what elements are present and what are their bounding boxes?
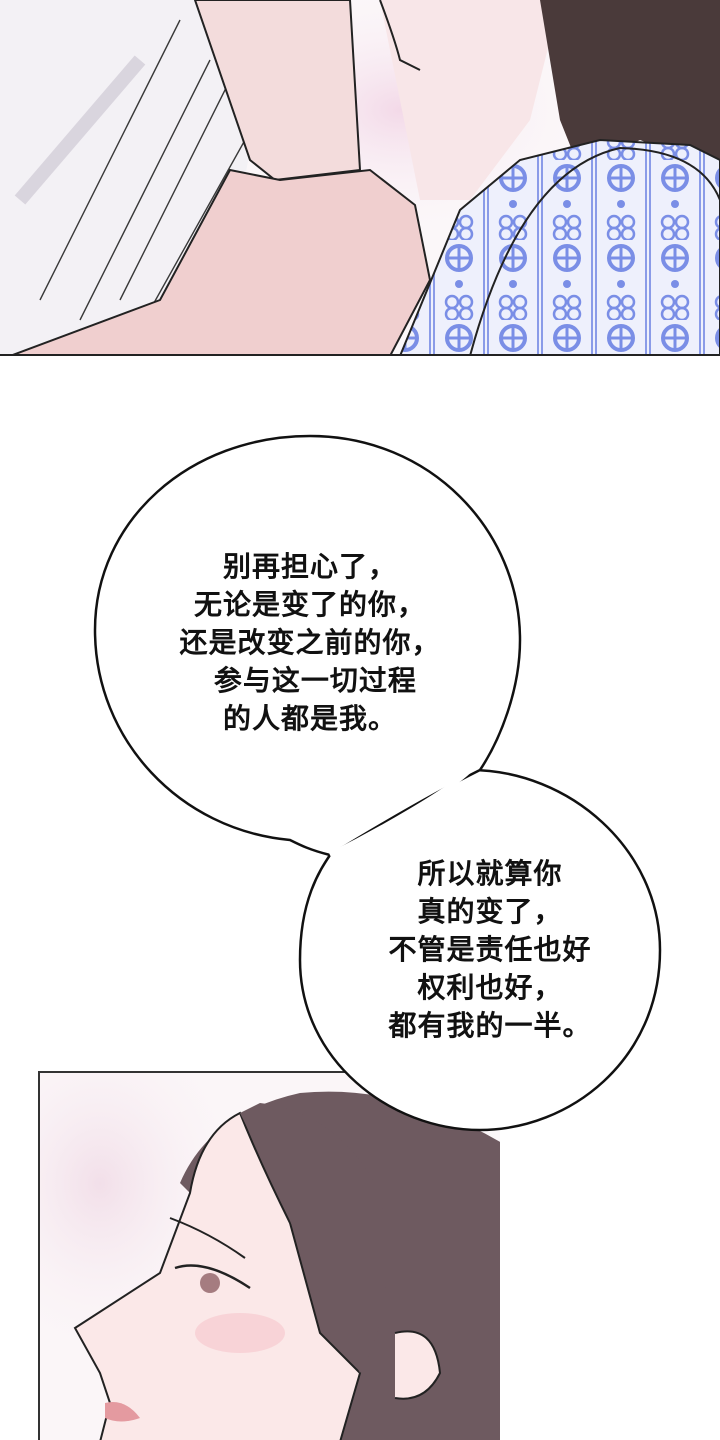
bottom-panel-illustration bbox=[40, 1073, 500, 1440]
speech-bubble-1-text: 别再担心了， 无论是变了的你， 还是改变之前的你， 参与这一切过程 的人都是我。 bbox=[179, 550, 441, 735]
speech-bubble-1-shape bbox=[93, 434, 522, 857]
bottom-panel bbox=[38, 1071, 500, 1440]
speech-bubble-2-shape bbox=[298, 768, 662, 1132]
speech-bubble-2-text: 所以就算你 真的变了， 不管是责任也好 权利也好， 都有我的一半。 bbox=[388, 857, 592, 1042]
top-panel bbox=[0, 0, 720, 356]
top-panel-illustration bbox=[0, 0, 720, 354]
